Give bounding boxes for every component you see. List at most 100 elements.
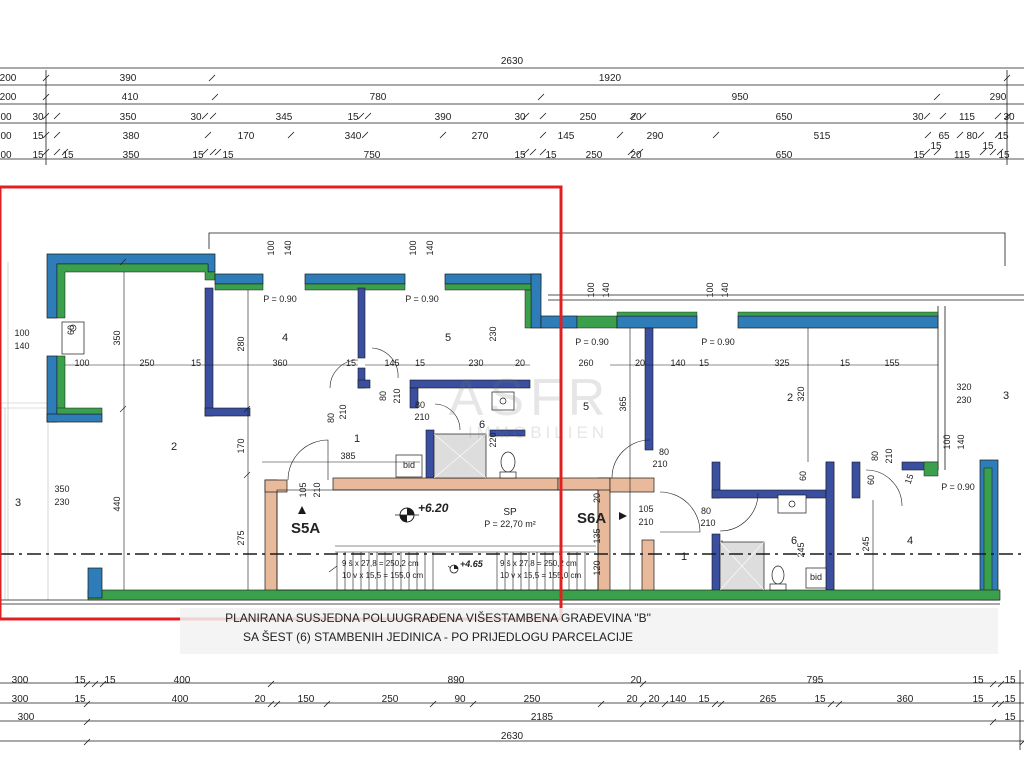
stair-row1-left: 9 š x 27,8 = 250,2 cm <box>342 559 419 568</box>
room-right-3: 3 <box>1003 390 1009 402</box>
dim-top-r1-0: 200 <box>0 73 17 84</box>
label-r15: 15 <box>903 473 916 486</box>
dim-bot-r2-12: 265 <box>760 694 777 705</box>
dim-bot-r2-5: 250 <box>382 694 399 705</box>
unit-s6a: S6A <box>577 510 606 527</box>
label-d385: 385 <box>340 451 355 461</box>
dim-bot-r2-3: 20 <box>254 694 266 705</box>
dim-top-r3-12: 115 <box>959 112 975 123</box>
room-right-4: 4 <box>907 535 913 547</box>
label-p090-d: P = 0.90 <box>701 337 735 347</box>
dim-bot-r1-6: 795 <box>807 675 824 686</box>
dim-bot-r2-13: 15 <box>814 694 826 705</box>
dim-bot-r2-4: 150 <box>298 694 315 705</box>
dim-top-r4-2: 380 <box>123 131 140 142</box>
label-s5-105: 105 <box>298 482 308 497</box>
dim-bot-r2-9: 20 <box>648 694 660 705</box>
dim-top-r5-11: 650 <box>776 150 793 161</box>
dim-top-r3-5: 15 <box>347 112 359 123</box>
label-p090-a: P = 0.90 <box>263 294 297 304</box>
room-numbers: 1 2 3 4 5 6 1 2 3 4 5 6 <box>15 332 1009 563</box>
dim-top-r5-4: 15 <box>192 150 204 161</box>
s5a-arrow-icon <box>298 506 306 514</box>
dim-bot-r1-8: 15 <box>1004 675 1016 686</box>
dim-bot-r2-11: 15 <box>698 694 710 705</box>
dim-top-r5-0: 00 <box>0 150 12 161</box>
dim-top-r5-13: 15 <box>930 141 942 152</box>
wall-left-outer <box>46 253 216 319</box>
label-w145: 145 <box>384 358 399 368</box>
room-right-1: 1 <box>681 551 687 563</box>
label-w325: 325 <box>774 358 789 368</box>
label-w20b: 20 <box>635 358 645 368</box>
dim-top-r3-4: 345 <box>276 112 293 123</box>
label-h135: 135 <box>592 528 602 543</box>
dim-top-r4-9: 65 <box>938 131 950 142</box>
label-d100d: 100 <box>705 282 715 297</box>
label-door-e-80: 80 <box>701 506 711 516</box>
dim-top-r5-5: 15 <box>222 150 234 161</box>
dim-top-r5-16: 15 <box>998 150 1010 161</box>
label-sink-60: 60 <box>66 325 76 335</box>
label-door-b-80: 80 <box>378 391 388 401</box>
toilet-icon <box>500 451 516 473</box>
dim-top-r4-0: 00 <box>0 131 12 142</box>
room-right-6: 6 <box>791 535 797 547</box>
dim-bot-r1-4: 890 <box>448 675 465 686</box>
dim-bot-r2-14: 360 <box>897 694 914 705</box>
label-d100c: 100 <box>586 282 596 297</box>
dim-top-r3-8: 250 <box>580 112 597 123</box>
unit-labels: S5A S6A <box>291 506 627 537</box>
dim-top-r5-2: 15 <box>62 150 74 161</box>
dim-bot-r1-7: 15 <box>972 675 984 686</box>
dim-top-r5-1: 15 <box>32 150 44 161</box>
dim-bot-r1-2: 15 <box>104 675 116 686</box>
dim-top-r2-1: 410 <box>122 92 139 103</box>
room-left-6: 6 <box>479 419 485 431</box>
dim-top-r3-6: 390 <box>435 112 452 123</box>
stair-area: P = 22,70 m² <box>484 519 536 529</box>
dim-top-r2-2: 780 <box>370 92 387 103</box>
dim-bot-r2-6: 90 <box>454 694 466 705</box>
dim-bot-r2-15: 15 <box>972 694 984 705</box>
dim-top-r2-3: 950 <box>732 92 749 103</box>
door-swings <box>287 347 903 575</box>
label-r60: 60 <box>798 471 808 481</box>
stair-label: SP <box>503 507 517 518</box>
label-w260: 260 <box>578 358 593 368</box>
level-marker-mid <box>449 564 459 574</box>
stair-text: SP P = 22,70 m² +6.20 +4.65 9 š x 27,8 =… <box>342 501 581 580</box>
label-win-r140: 140 <box>956 434 966 449</box>
dim-top-r3-10: 650 <box>776 112 793 123</box>
label-h170: 170 <box>236 438 246 453</box>
dim-bot-r2-7: 250 <box>524 694 541 705</box>
level-mid-label: +4.65 <box>460 559 484 569</box>
interior-labels: P = 0.90 P = 0.90 P = 0.90 P = 0.90 P = … <box>14 240 974 582</box>
label-d140c: 140 <box>601 282 611 297</box>
dim-top-r5-3: 350 <box>123 150 140 161</box>
label-door-c-210: 210 <box>414 412 429 422</box>
dim-top-r4-8: 515 <box>814 131 831 142</box>
label-h20: 20 <box>592 493 602 503</box>
label-w15a: 15 <box>191 358 201 368</box>
top-dimension-chains <box>0 67 1024 165</box>
label-w3-350: 350 <box>54 484 69 494</box>
label-h280: 280 <box>236 336 246 351</box>
label-r80: 80 <box>870 451 880 461</box>
dim-bot-r2-1: 15 <box>74 694 86 705</box>
bottom-dimension-labels: 300 15 15 400 890 20 795 15 15 300 15 40… <box>12 675 1016 742</box>
dim-top-r3-7: 30 <box>514 112 526 123</box>
label-door-d-80: 80 <box>659 447 669 457</box>
label-door-c-80: 80 <box>415 400 425 410</box>
label-h440: 440 <box>112 496 122 511</box>
label-w15d: 15 <box>699 358 709 368</box>
label-s5-210: 210 <box>312 482 322 497</box>
label-w360: 360 <box>272 358 287 368</box>
label-d140a: 140 <box>283 240 293 255</box>
dim-top-r3-1: 30 <box>32 112 44 123</box>
dim-top-r3-3: 30 <box>190 112 202 123</box>
dim-top-r3-13: 30 <box>1003 112 1015 123</box>
dim-top-r5-12: 15 <box>913 150 925 161</box>
label-bid-a: bid <box>403 460 415 470</box>
label-d100a: 100 <box>266 240 276 255</box>
